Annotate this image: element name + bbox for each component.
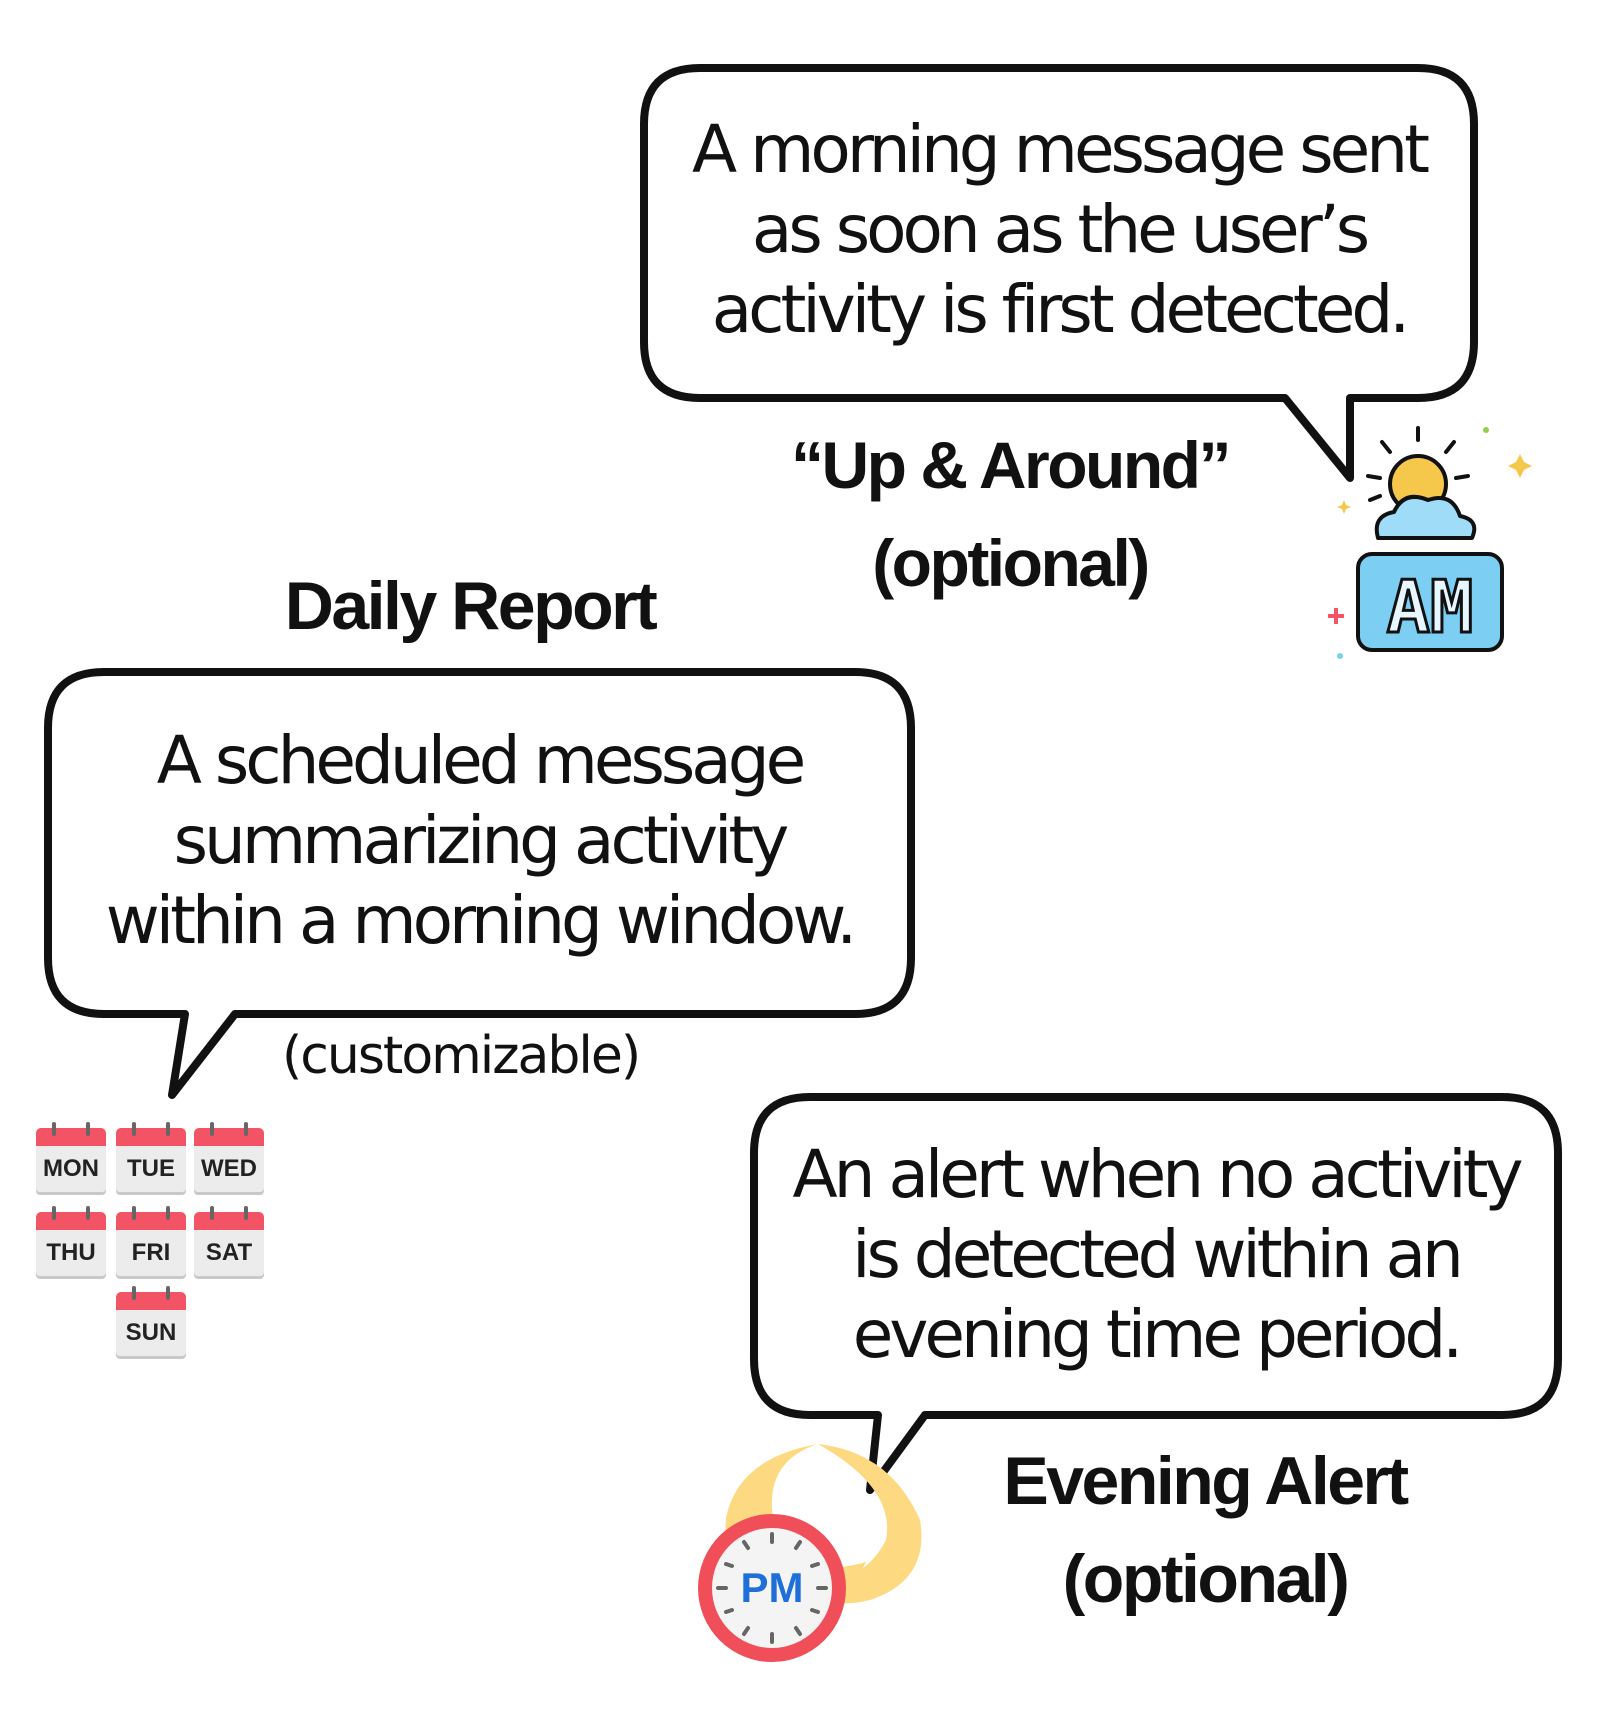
evening-alert-description: An alert when no activity is detected wi… — [760, 1110, 1552, 1400]
up-around-title-line-1: “Up & Around” — [791, 428, 1231, 502]
calendar-sat-label: SAT — [194, 1230, 264, 1276]
calendar-sat-icon: SAT — [194, 1206, 264, 1276]
calendar-tue-icon: TUE — [116, 1122, 186, 1192]
evening-alert-title-line-2: (optional) — [1062, 1541, 1350, 1617]
calendar-wed-icon: WED — [194, 1122, 264, 1192]
daily-report-title: Daily Report — [200, 566, 740, 646]
daily-report-description: A scheduled message summarizing activity… — [54, 686, 905, 996]
up-around-line-1: A morning message sent — [692, 111, 1430, 188]
calendar-fri-label: FRI — [116, 1230, 186, 1276]
weekday-calendar-icons: MON TUE WED THU FRI SAT SUN — [36, 1122, 266, 1362]
evening-alert-title-line-1: Evening Alert — [1003, 1443, 1409, 1519]
up-around-title-line-2: (optional) — [872, 526, 1150, 600]
up-around-line-2: as soon as the user’s — [751, 191, 1370, 268]
daily-report-line-2: summarizing activity — [173, 802, 790, 879]
calendar-fri-icon: FRI — [116, 1206, 186, 1276]
evening-alert-line-2: is detected within an — [852, 1216, 1464, 1293]
calendar-mon-icon: MON — [36, 1122, 106, 1192]
evening-alert-line-3: evening time period. — [852, 1296, 1463, 1373]
calendar-wed-label: WED — [194, 1146, 264, 1192]
daily-report-line-3: within a morning window. — [105, 882, 857, 959]
evening-alert-title: Evening Alert (optional) — [960, 1432, 1450, 1628]
calendar-thu-icon: THU — [36, 1206, 106, 1276]
up-around-title: “Up & Around” (optional) — [720, 416, 1300, 612]
up-around-description: A morning message sent as soon as the us… — [650, 80, 1468, 380]
up-around-line-3: activity is first detected. — [711, 271, 1411, 348]
moon-clock-pm-icon: PM — [698, 1444, 922, 1662]
sun-cloud-am-icon: AM — [1328, 426, 1532, 659]
daily-report-note: (customizable) — [282, 1026, 641, 1086]
calendar-sun-label: SUN — [116, 1310, 186, 1356]
daily-report-line-1: A scheduled message — [156, 722, 806, 799]
am-label: AM — [1387, 565, 1474, 649]
calendar-mon-label: MON — [36, 1146, 106, 1192]
pm-label: PM — [741, 1564, 804, 1611]
daily-report-title-text: Daily Report — [284, 568, 658, 644]
evening-alert-line-1: An alert when no activity — [792, 1136, 1523, 1213]
calendar-thu-label: THU — [36, 1230, 106, 1276]
calendar-sun-icon: SUN — [116, 1286, 186, 1356]
calendar-tue-label: TUE — [116, 1146, 186, 1192]
